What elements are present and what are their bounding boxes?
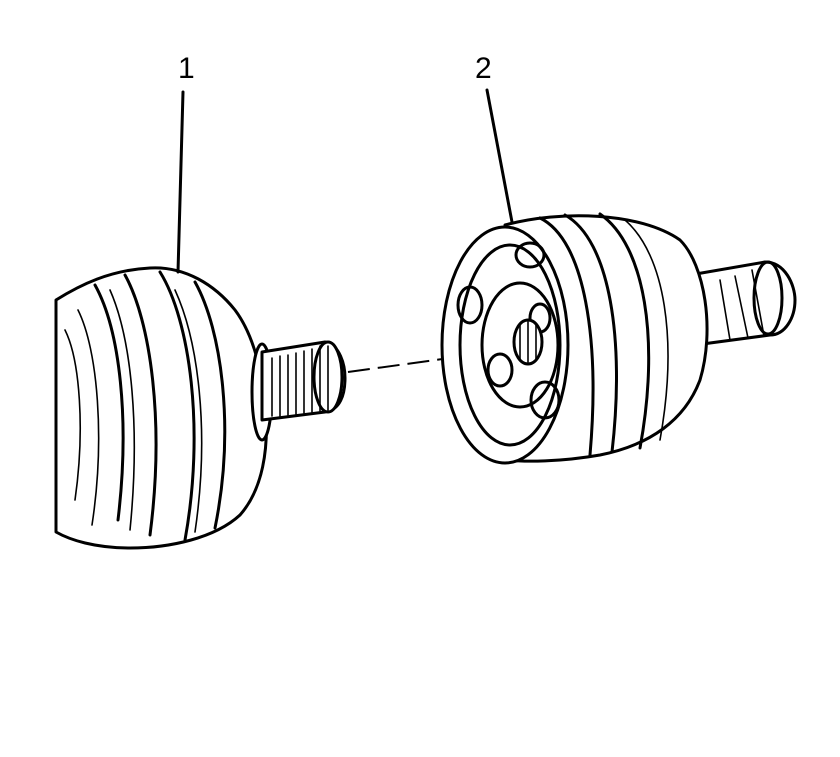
inner-joint-housing bbox=[440, 212, 797, 465]
leader-line-1 bbox=[176, 90, 185, 274]
outer-joint-boot bbox=[54, 266, 274, 550]
splined-stub-shaft bbox=[260, 340, 347, 422]
leader-line-2 bbox=[485, 88, 514, 224]
callout-1-label: 1 bbox=[178, 52, 195, 85]
callout-2-label: 2 bbox=[475, 52, 492, 85]
